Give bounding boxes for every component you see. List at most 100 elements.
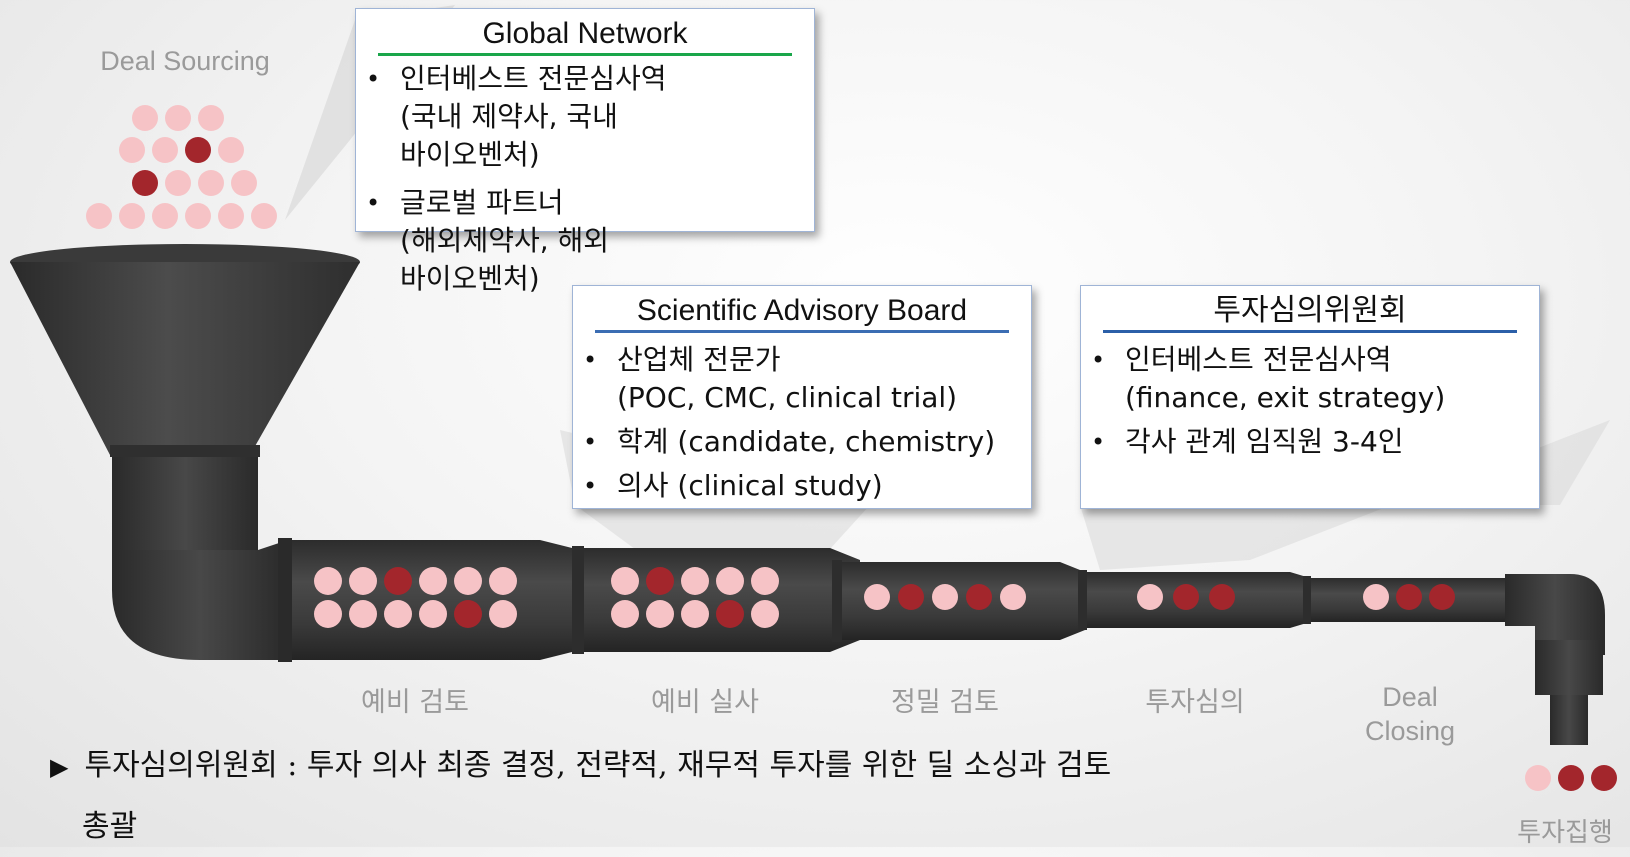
stage-label-preliminary-dd: 예비 실사 <box>651 687 759 718</box>
deal-dot-stage3 <box>864 584 890 610</box>
sab-title-line <box>595 330 1009 333</box>
note-line1: 투자심의위원회 : 투자 의사 최종 결정, 전략적, 재무적 투자를 위한 딜… <box>84 748 1112 783</box>
item-text: 의사 (clinical study) <box>617 469 883 502</box>
committee-title: 투자심의위원회 <box>1213 293 1407 328</box>
deal-closing-line2: Closing <box>1364 716 1456 746</box>
deal-dot-stage5 <box>1396 584 1422 610</box>
deal-dot-sourcing <box>218 137 244 163</box>
deal-dot-stage2 <box>681 567 709 595</box>
deal-dot-stage1 <box>454 567 482 595</box>
deal-dot-sourcing <box>152 203 178 229</box>
global-network-box: Global Network 인터베스트 전문심사역 (국내 제약사, 국내 바… <box>355 8 815 295</box>
sab-title: Scientific Advisory Board <box>636 294 968 327</box>
triangle-bullet-icon: ▶ <box>50 753 69 781</box>
deal-dot-stage1 <box>349 600 377 628</box>
deal-dot-stage1 <box>349 567 377 595</box>
stage-label-preliminary-review: 예비 검토 <box>361 687 469 718</box>
deal-dot-sourcing <box>251 203 277 229</box>
deal-dot-sourcing <box>86 203 112 229</box>
deal-dot-sourcing <box>132 170 158 196</box>
deal-dot-stage2 <box>751 567 779 595</box>
item-text: 바이오벤처) <box>400 262 540 295</box>
execution-label: 투자집행 <box>1517 818 1613 848</box>
committee-item: 인터베스트 전문심사역 (finance, exit strategy) <box>1091 341 1539 417</box>
item-text: 인터베스트 전문심사역 <box>400 62 667 95</box>
deal-dot-stage4 <box>1209 584 1235 610</box>
item-text: 각사 관계 임직원 3-4인 <box>1125 425 1404 458</box>
item-text: 인터베스트 전문심사역 <box>1125 343 1392 376</box>
deal-dot-stage1 <box>384 567 412 595</box>
deal-circles <box>86 105 1617 791</box>
global-network-list: 인터베스트 전문심사역 (국내 제약사, 국내 바이오벤처) 글로벌 파트너 (… <box>356 60 814 298</box>
deal-sourcing-label: Deal Sourcing <box>100 46 270 76</box>
deal-dot-stage1 <box>419 567 447 595</box>
sab-item: 의사 (clinical study) <box>583 467 1031 505</box>
deal-dot-sourcing <box>231 170 257 196</box>
beam-committee <box>1080 420 1610 570</box>
deal-dot-sourcing <box>165 105 191 131</box>
item-text: 글로벌 파트너 <box>400 186 564 219</box>
item-text: 바이오벤처) <box>400 138 540 171</box>
global-network-title: Global Network <box>482 17 688 50</box>
deal-dot-sourcing <box>198 170 224 196</box>
deal-dot-stage1 <box>314 567 342 595</box>
item-text: (해외제약사, 해외 <box>400 224 610 257</box>
deal-dot-execution <box>1591 765 1617 791</box>
deal-dot-stage2 <box>611 600 639 628</box>
committee-box: 투자심의위원회 인터베스트 전문심사역 (finance, exit strat… <box>1080 285 1540 509</box>
item-text: (POC, CMC, clinical trial) <box>617 381 958 414</box>
committee-list: 인터베스트 전문심사역 (finance, exit strategy) 각사 … <box>1081 341 1539 461</box>
deal-dot-stage5 <box>1363 584 1389 610</box>
global-network-title-line <box>378 53 792 56</box>
deal-dot-stage1 <box>419 600 447 628</box>
note-line2: 총괄 <box>82 809 138 844</box>
deal-dot-stage1 <box>384 600 412 628</box>
global-network-item: 인터베스트 전문심사역 (국내 제약사, 국내 바이오벤처) <box>366 60 814 174</box>
item-text: 산업체 전문가 <box>617 343 781 376</box>
sab-box: Scientific Advisory Board 산업체 전문가 (POC, … <box>572 285 1032 509</box>
deal-dot-sourcing <box>119 137 145 163</box>
deal-dot-stage2 <box>751 600 779 628</box>
deal-dot-stage4 <box>1173 584 1199 610</box>
deal-dot-stage2 <box>611 567 639 595</box>
sab-item: 학계 (candidate, chemistry) <box>583 423 1031 461</box>
sab-item: 산업체 전문가 (POC, CMC, clinical trial) <box>583 341 1031 417</box>
deal-dot-stage5 <box>1429 584 1455 610</box>
deal-dot-stage2 <box>716 600 744 628</box>
deal-dot-sourcing <box>165 170 191 196</box>
deal-dot-execution <box>1525 765 1551 791</box>
deal-dot-stage2 <box>646 600 674 628</box>
deal-dot-stage1 <box>314 600 342 628</box>
deal-dot-sourcing <box>218 203 244 229</box>
deal-dot-sourcing <box>152 137 178 163</box>
deal-dot-stage2 <box>681 600 709 628</box>
deal-dot-stage1 <box>489 600 517 628</box>
funnel <box>10 244 360 660</box>
item-text: 학계 (candidate, chemistry) <box>617 425 996 458</box>
stage-label-detailed-review: 정밀 검토 <box>891 687 999 718</box>
deal-dot-stage4 <box>1137 584 1163 610</box>
deal-dot-stage1 <box>454 600 482 628</box>
stage-label-deal-closing: Deal Closing <box>1330 680 1490 748</box>
item-text: (국내 제약사, 국내 <box>400 100 618 133</box>
committee-item: 각사 관계 임직원 3-4인 <box>1091 423 1539 461</box>
committee-note: ▶ 투자심의위원회 : 투자 의사 최종 결정, 전략적, 재무적 투자를 위한 … <box>50 736 1290 857</box>
deal-dot-stage3 <box>898 584 924 610</box>
deal-dot-stage3 <box>966 584 992 610</box>
deal-dot-stage3 <box>1000 584 1026 610</box>
sab-list: 산업체 전문가 (POC, CMC, clinical trial) 학계 (c… <box>573 341 1031 505</box>
deal-dot-stage2 <box>646 567 674 595</box>
item-text: (finance, exit strategy) <box>1125 381 1446 414</box>
deal-closing-line1: Deal <box>1382 682 1438 712</box>
deal-dot-sourcing <box>185 203 211 229</box>
deal-dot-sourcing <box>185 137 211 163</box>
deal-dot-sourcing <box>132 105 158 131</box>
deal-dot-execution <box>1558 765 1584 791</box>
deal-dot-stage2 <box>716 567 744 595</box>
committee-title-line <box>1103 330 1517 333</box>
deal-dot-sourcing <box>198 105 224 131</box>
stage-label-investment-review: 투자심의 <box>1145 687 1245 718</box>
global-network-item: 글로벌 파트너 (해외제약사, 해외 바이오벤처) <box>366 184 814 298</box>
deal-dot-stage1 <box>489 567 517 595</box>
